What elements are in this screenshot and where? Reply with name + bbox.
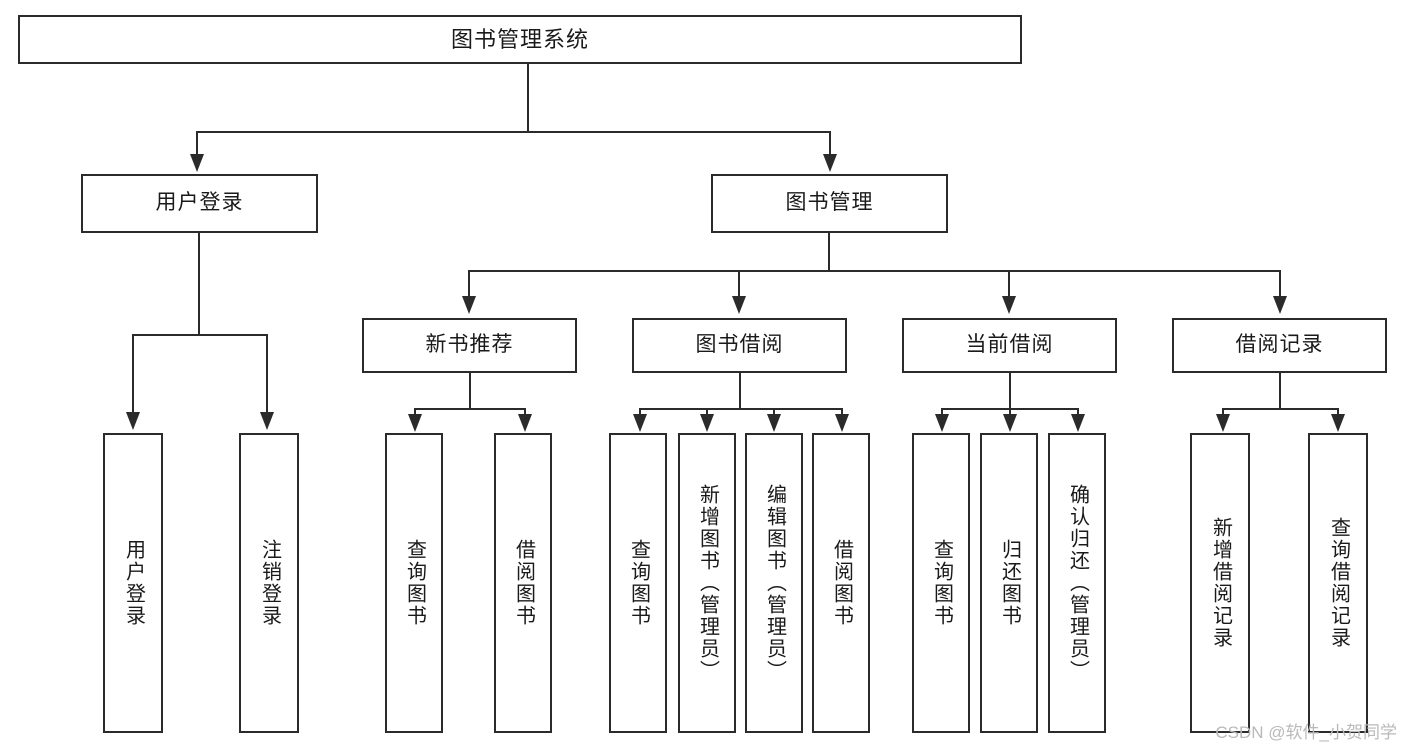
node-label: 查询图书	[930, 539, 953, 627]
arrowhead-to-new-book	[462, 296, 476, 314]
node-label: 用户登录	[122, 539, 145, 627]
connector-br-drop-1	[1222, 408, 1224, 416]
arrowhead-leaf-confirm-return	[1071, 414, 1085, 432]
node-label: 新书推荐	[425, 333, 514, 357]
node-user-login[interactable]: 用户登录	[81, 174, 318, 233]
leaf-query-book-new[interactable]: 查询图书	[385, 433, 443, 733]
node-label: 图书管理系统	[450, 26, 589, 52]
arrowhead-to-current-borrow	[1002, 296, 1016, 314]
arrowhead-to-borrow-record	[1273, 296, 1287, 314]
connector-bm-drop-3	[1008, 270, 1010, 298]
connector-bb-drop-1	[639, 408, 641, 416]
connector-bb-drop-4	[841, 408, 843, 416]
node-book-borrow[interactable]: 图书借阅	[632, 318, 847, 373]
leaf-edit-book-admin[interactable]: 编辑图书（管理员）	[745, 433, 803, 733]
node-label: 查询图书	[627, 539, 650, 627]
leaf-query-borrow-record[interactable]: 查询借阅记录	[1308, 433, 1368, 733]
leaf-borrow-book-new[interactable]: 借阅图书	[494, 433, 552, 733]
node-borrow-record[interactable]: 借阅记录	[1172, 318, 1387, 373]
connector-book-manage-bar	[468, 270, 1280, 272]
connector-root-drop-right	[829, 131, 831, 156]
connector-br-drop-2	[1337, 408, 1339, 416]
arrowhead-leaf-query-book-nb	[408, 414, 422, 432]
node-label: 查询图书	[403, 539, 426, 627]
leaf-borrow-book-bb[interactable]: 借阅图书	[812, 433, 870, 733]
node-new-book-recommend[interactable]: 新书推荐	[362, 318, 577, 373]
node-label: 图书借阅	[695, 333, 784, 357]
leaf-add-borrow-record[interactable]: 新增借阅记录	[1190, 433, 1250, 733]
connector-borrow-record-trunk	[1279, 373, 1281, 408]
arrowhead-to-book-borrow	[732, 296, 746, 314]
connector-new-book-bar	[414, 408, 525, 410]
connector-root-bar	[196, 131, 830, 133]
connector-bm-drop-4	[1279, 270, 1281, 298]
connector-user-login-bar	[132, 334, 267, 336]
connector-cb-drop-2	[1009, 408, 1011, 416]
node-label: 借阅图书	[512, 539, 535, 627]
connector-user-login-drop-1	[132, 334, 134, 414]
node-label: 确认归还（管理员）	[1066, 484, 1089, 682]
arrowhead-leaf-borrow-book-bb	[835, 414, 849, 432]
connector-bb-drop-2	[706, 408, 708, 416]
node-root-system[interactable]: 图书管理系统	[18, 15, 1022, 64]
leaf-confirm-return-admin[interactable]: 确认归还（管理员）	[1048, 433, 1106, 733]
arrowhead-leaf-logout	[260, 412, 274, 430]
leaf-user-login[interactable]: 用户登录	[103, 433, 163, 733]
leaf-query-book-current[interactable]: 查询图书	[912, 433, 970, 733]
arrowhead-leaf-query-book-bb	[633, 414, 647, 432]
connector-user-login-trunk	[198, 233, 200, 334]
connector-current-borrow-trunk	[1009, 373, 1011, 408]
arrowhead-leaf-add-book	[700, 414, 714, 432]
connector-root-drop-left	[196, 131, 198, 156]
arrowhead-leaf-return-book	[1003, 414, 1017, 432]
arrowhead-to-user-login	[190, 154, 204, 172]
node-label: 查询借阅记录	[1327, 517, 1350, 649]
leaf-add-book-admin[interactable]: 新增图书（管理员）	[678, 433, 736, 733]
connector-book-borrow-trunk	[739, 373, 741, 408]
connector-new-book-trunk	[469, 373, 471, 408]
node-label: 当前借阅	[965, 333, 1054, 357]
node-label: 用户登录	[155, 191, 244, 215]
connector-user-login-drop-2	[266, 334, 268, 414]
node-label: 新增图书（管理员）	[696, 484, 719, 682]
connector-bb-drop-3	[773, 408, 775, 416]
connector-cb-drop-3	[1077, 408, 1079, 416]
connector-bm-drop-1	[468, 270, 470, 298]
node-label: 借阅记录	[1235, 333, 1324, 357]
node-label: 归还图书	[998, 539, 1021, 627]
arrowhead-leaf-query-book-cb	[935, 414, 949, 432]
connector-borrow-record-bar	[1222, 408, 1338, 410]
node-current-borrow[interactable]: 当前借阅	[902, 318, 1117, 373]
node-label: 新增借阅记录	[1209, 517, 1232, 649]
connector-book-borrow-bar	[639, 408, 842, 410]
connector-nb-drop-2	[524, 408, 526, 416]
arrowhead-leaf-add-record	[1216, 414, 1230, 432]
arrowhead-leaf-user-login	[126, 412, 140, 430]
connector-book-manage-trunk	[828, 233, 830, 270]
arrowhead-leaf-edit-book	[767, 414, 781, 432]
leaf-return-book[interactable]: 归还图书	[980, 433, 1038, 733]
leaf-logout[interactable]: 注销登录	[239, 433, 299, 733]
node-label: 编辑图书（管理员）	[763, 484, 786, 682]
node-label: 借阅图书	[830, 539, 853, 627]
connector-bm-drop-2	[738, 270, 740, 298]
leaf-query-book-borrow[interactable]: 查询图书	[609, 433, 667, 733]
node-label: 图书管理	[785, 191, 874, 215]
node-label: 注销登录	[258, 539, 281, 627]
connector-nb-drop-1	[414, 408, 416, 416]
node-book-management[interactable]: 图书管理	[711, 174, 948, 233]
arrowhead-to-book-manage	[823, 154, 837, 172]
connector-root-trunk	[527, 64, 529, 131]
arrowhead-leaf-query-record	[1331, 414, 1345, 432]
arrowhead-leaf-borrow-book-nb	[518, 414, 532, 432]
connector-cb-drop-1	[941, 408, 943, 416]
